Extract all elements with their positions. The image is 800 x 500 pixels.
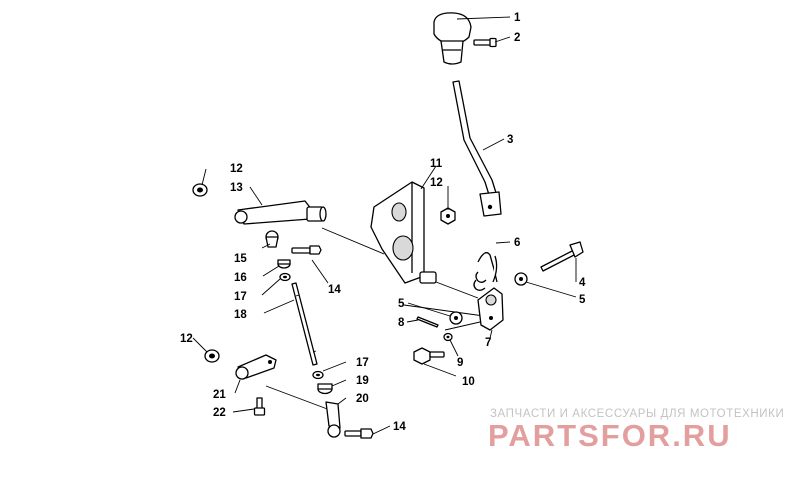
leader-lines xyxy=(192,16,577,435)
return-spring xyxy=(473,252,498,291)
callout-4: 4 xyxy=(579,277,586,289)
bolt-upper xyxy=(291,245,322,255)
upper-ball-joint xyxy=(265,230,279,248)
watermark-subtitle: ЗАПЧАСТИ И АКСЕССУАРЫ ДЛЯ МОТОТЕХНИКИ xyxy=(490,408,784,420)
callout-9: 9 xyxy=(457,357,463,369)
mounting-bracket xyxy=(370,181,437,284)
pinch-screw xyxy=(253,397,266,416)
callout-16: 16 xyxy=(234,272,247,284)
callout-14-upper: 14 xyxy=(328,284,341,296)
callout-12-right: 12 xyxy=(430,177,443,189)
callout-17-upper: 17 xyxy=(234,291,247,303)
upper-lever-arm xyxy=(234,200,327,225)
knob-screw xyxy=(473,37,497,48)
callout-14-lower: 14 xyxy=(393,421,406,433)
callout-7: 7 xyxy=(485,337,491,349)
callout-21: 21 xyxy=(213,389,226,401)
callout-10: 10 xyxy=(462,376,475,388)
callout-20: 20 xyxy=(356,393,369,405)
cotter-pin xyxy=(416,316,439,328)
lower-lever-arm xyxy=(235,354,277,380)
callout-5-left: 5 xyxy=(398,298,405,310)
assembly-axis-lines xyxy=(265,227,485,411)
callout-2: 2 xyxy=(514,32,520,44)
flange-nut-lower-left xyxy=(204,349,220,363)
jam-nut-lower xyxy=(317,383,333,395)
callout-1: 1 xyxy=(514,12,521,24)
shift-lever xyxy=(452,80,502,217)
callout-labels: 1 2 3 11 12 12 13 6 4 5 5 8 7 9 10 15 16… xyxy=(180,12,586,433)
bolt-lower xyxy=(344,428,374,439)
callout-22: 22 xyxy=(213,407,226,419)
callout-5-right: 5 xyxy=(579,294,586,306)
watermark: ЗАПЧАСТИ И АКСЕССУАРЫ ДЛЯ МОТОТЕХНИКИ PA… xyxy=(488,408,784,453)
callout-12-lower: 12 xyxy=(180,333,193,345)
callout-6: 6 xyxy=(514,237,520,249)
washer-lower xyxy=(312,370,324,380)
callout-19: 19 xyxy=(356,375,369,387)
hex-bolt xyxy=(413,347,445,365)
washer-left xyxy=(449,311,463,325)
jam-nut-upper xyxy=(277,259,291,269)
callout-18: 18 xyxy=(234,309,247,321)
flange-nut-upper-left xyxy=(192,183,208,197)
callout-17-lower: 17 xyxy=(356,357,369,369)
lower-ball-joint xyxy=(325,401,341,438)
washer-right xyxy=(514,272,528,286)
shift-knob xyxy=(433,12,472,65)
pivot-bolt xyxy=(540,241,584,272)
callout-13: 13 xyxy=(230,182,243,194)
watermark-logo: PARTSFOR.RU xyxy=(488,418,732,453)
pivot-block xyxy=(477,287,504,331)
small-washer xyxy=(443,332,453,342)
callout-3: 3 xyxy=(507,134,513,146)
washer-upper xyxy=(279,272,291,282)
callout-11: 11 xyxy=(430,158,443,170)
flange-nut-upper-right xyxy=(440,207,456,225)
callout-12-upper: 12 xyxy=(230,163,243,175)
callout-15: 15 xyxy=(234,253,247,265)
callout-8: 8 xyxy=(398,317,405,329)
threaded-rod xyxy=(291,282,318,366)
